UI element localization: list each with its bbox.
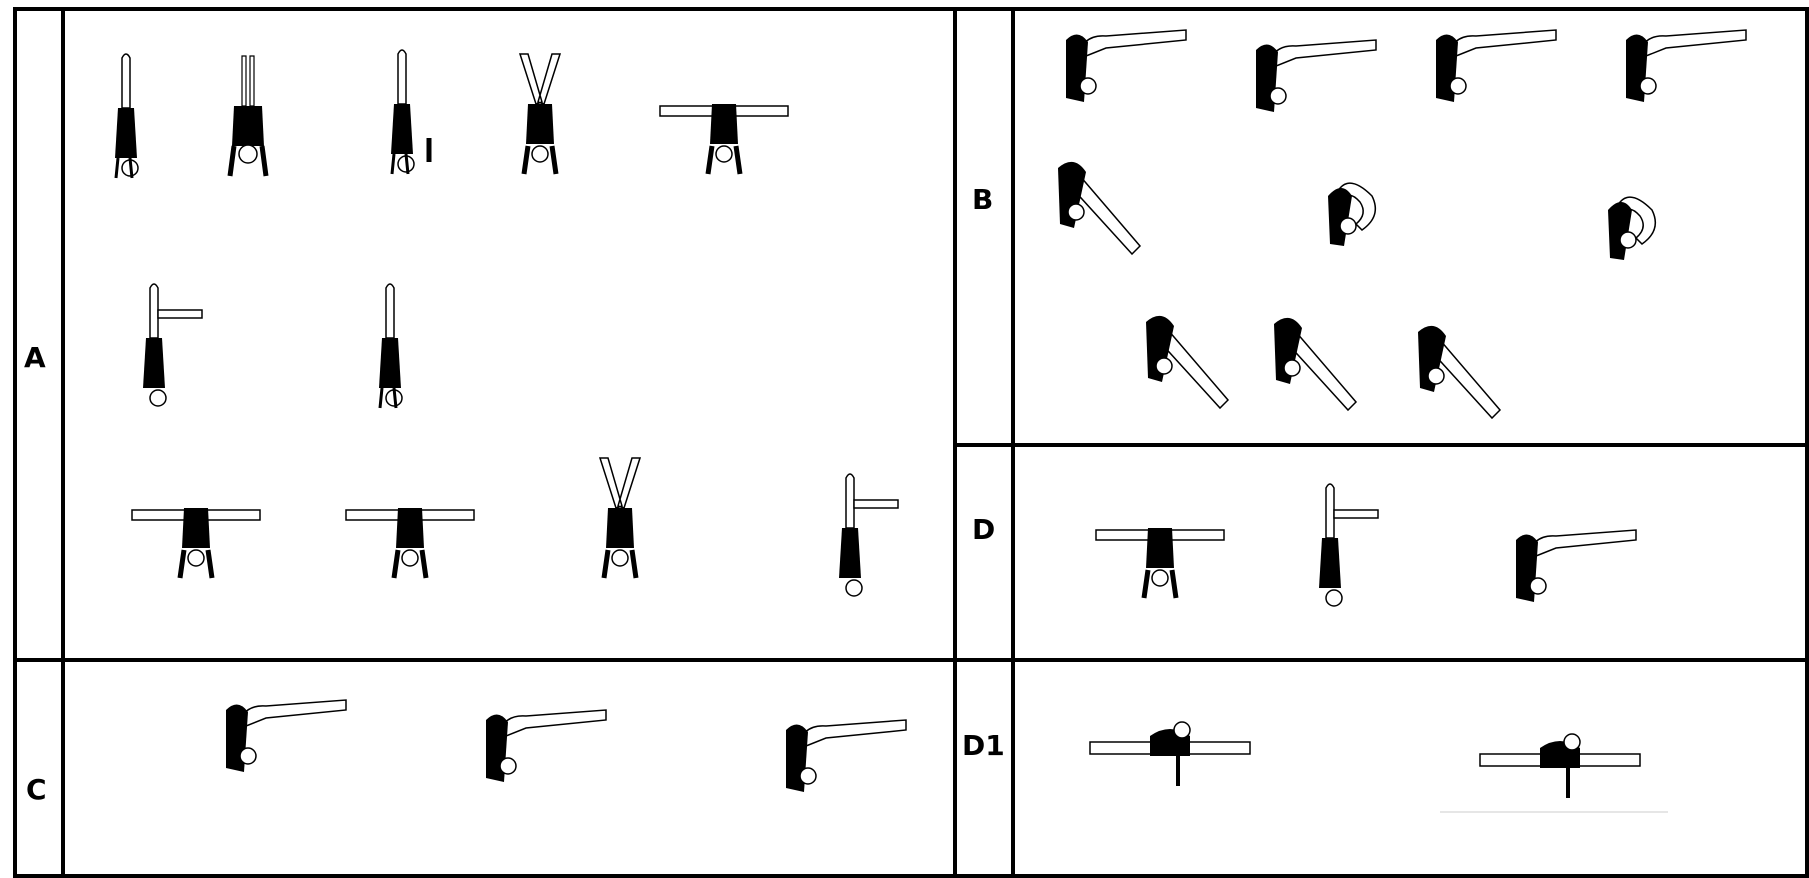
figure-d-2 <box>1319 484 1378 606</box>
figure-b-4 <box>1626 30 1746 102</box>
figure-b-7 <box>1608 197 1655 260</box>
figure-d1-2 <box>1480 734 1640 798</box>
figure-a-6 <box>143 284 202 406</box>
figure-b-6 <box>1328 183 1375 246</box>
figure-b-5 <box>1058 162 1140 254</box>
figure-d1-1 <box>1090 722 1250 786</box>
figure-c-3 <box>786 720 906 792</box>
figure-d-3 <box>1516 530 1636 602</box>
figure-a-8 <box>132 508 260 578</box>
figure-a-3 <box>391 50 414 174</box>
figure-b-1 <box>1066 30 1186 102</box>
figure-a-1 <box>115 54 138 178</box>
figure-b-2 <box>1256 40 1376 112</box>
figure-c-2 <box>486 710 606 782</box>
figure-b-9 <box>1274 318 1356 410</box>
figure-c-1 <box>226 700 346 772</box>
figure-b-10 <box>1418 326 1500 418</box>
figure-a-11 <box>839 474 898 596</box>
figure-b-8 <box>1146 316 1228 408</box>
figure-a-7 <box>379 284 402 408</box>
figure-b-3 <box>1436 30 1556 102</box>
figure-a-9 <box>346 508 474 578</box>
figure-a-2 <box>230 56 266 176</box>
figure-a-10 <box>600 458 640 578</box>
figure-d-1 <box>1096 528 1224 598</box>
figure-a-4 <box>520 54 560 174</box>
figure-a-5 <box>660 104 788 174</box>
